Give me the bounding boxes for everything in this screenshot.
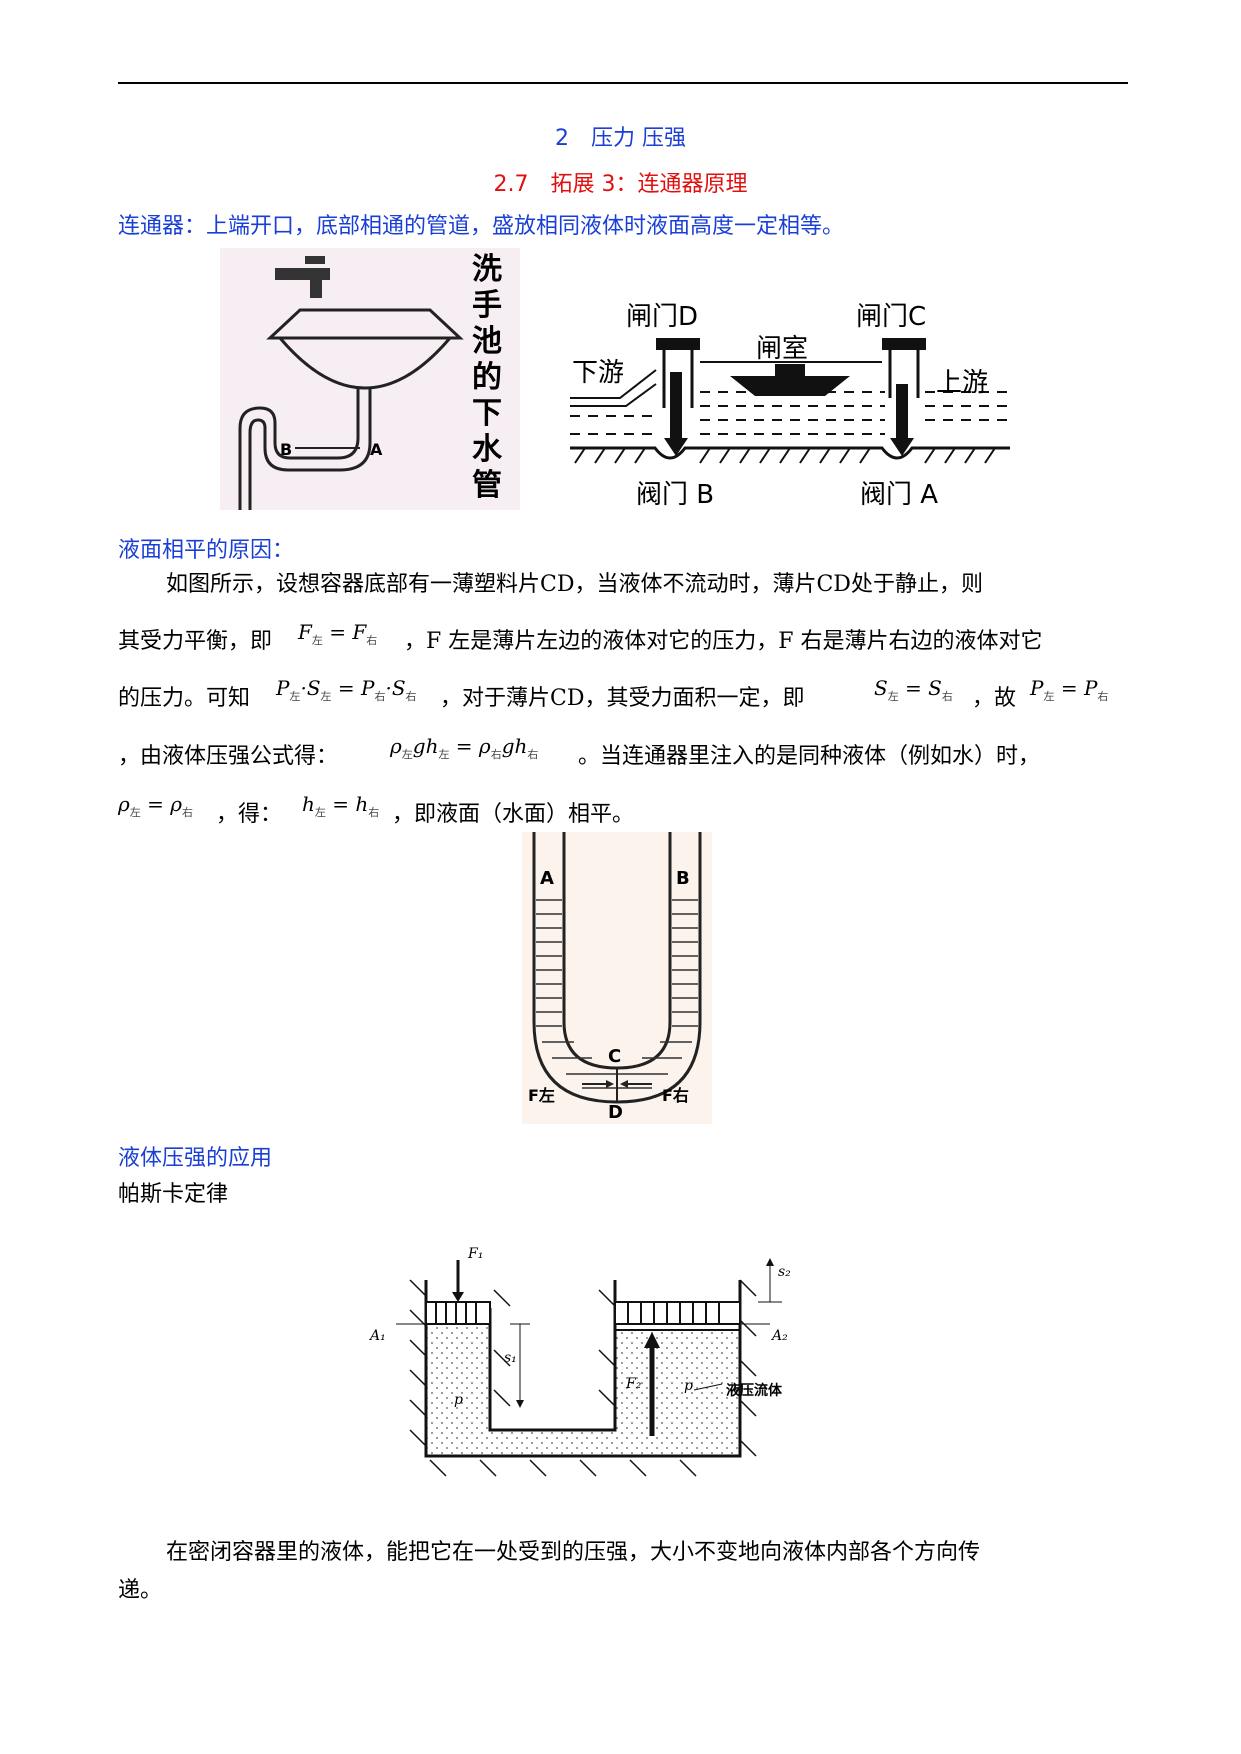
pascal-law-label: 帕斯卡定律 [118,1182,229,1207]
equation-rho: ρ左 = ρ右 [118,792,193,819]
section-title: 2.7 拓展 3：连通器原理 [493,172,748,197]
equation-h: h左 = h右 [302,792,380,819]
u-tube-figure: A B C D F左 F右 [522,832,712,1124]
pascal-drawing [396,1258,782,1477]
para-line-3b: ，对于薄片CD，其受力面积一定，即 [440,686,805,711]
equation-force: F左 = F右 [298,620,378,647]
chamber-label: 闸室 [756,334,809,364]
u-label-fr: F右 [662,1086,689,1105]
pascal-f1: F₁ [468,1246,484,1262]
pascal-a1: A₁ [370,1328,386,1344]
pascal-p-right: p [684,1378,693,1394]
gate-c-label: 闸门C [856,302,927,332]
sink-drawing [238,256,464,510]
para-line-4b: 。当连通器里注入的是同种液体（例如水）时， [578,744,1041,769]
pascal-f2: F₂ [626,1376,642,1392]
pascal-figure: F₁ s₁ s₂ A₁ A₂ F₂ p p 液压流体 [370,1240,870,1500]
pascal-s1: s₁ [504,1350,517,1366]
application-heading: 液体压强的应用 [118,1146,273,1171]
pascal-s2: s₂ [778,1264,791,1280]
ship-lock-figure: 闸门D 闸门C 闸室 下游 上游 阀门 B 阀门 A [560,288,1020,520]
equation-rho-gh: ρ左gh左 = ρ右gh右 [390,734,539,761]
ship-lock-drawing [570,338,1010,464]
u-tube-drawing [532,832,702,1104]
u-label-d: D [608,1102,623,1123]
pascal-text-line-2: 递。 [118,1578,163,1603]
para-line-5a: ，得： [216,802,283,827]
u-label-a: A [540,868,554,889]
u-label-b: B [676,868,690,889]
valve-b-label: 阀门 B [636,480,715,510]
para-line-3a: 的压力。可知 [118,686,251,711]
sink-label-b: B [280,440,293,459]
u-label-fl: F左 [528,1086,555,1105]
sink-label-a: A [370,440,383,459]
para-line-2a: 其受力平衡，即 [118,629,273,654]
header-rule [118,82,1128,84]
sink-figure: B A 洗 手 池 的 下 水 管 [220,248,520,510]
u-label-c: C [608,1046,622,1067]
equation-area: S左 = S右 [874,676,953,703]
reason-heading: 液面相平的原因： [118,538,295,563]
chapter-title: 2 压力 压强 [555,126,686,151]
definition-text: 连通器：上端开口，底部相通的管道，盛放相同液体时液面高度一定相等。 [118,214,845,239]
para-line-5b: ，即液面（水面）相平。 [392,802,635,827]
pascal-p-left: p [454,1392,463,1408]
para-line-3c: ，故 [972,686,1017,711]
para-line-4a: ，由液体压强公式得： [118,744,339,769]
upstream-label: 上游 [936,368,989,398]
pascal-a2: A₂ [772,1328,788,1344]
valve-a-label: 阀门 A [860,480,939,510]
para-line-2b: ，F 左是薄片左边的液体对它的压力，F 右是薄片右边的液体对它 [404,629,1043,654]
equation-pressure: P左 = P右 [1030,676,1109,703]
sink-caption: 洗 手 池 的 下 水 管 [472,252,502,503]
gate-d-label: 闸门D [626,302,699,332]
pascal-text-line-1: 在密闭容器里的液体，能把它在一处受到的压强，大小不变地向液体内部各个方向传 [166,1540,981,1565]
equation-ps: P左·S左 = P右·S右 [276,676,417,703]
pascal-fluid-label: 液压流体 [726,1383,782,1399]
downstream-label: 下游 [572,358,625,388]
para-line-1: 如图所示，设想容器底部有一薄塑料片CD，当液体不流动时，薄片CD处于静止，则 [166,572,983,597]
